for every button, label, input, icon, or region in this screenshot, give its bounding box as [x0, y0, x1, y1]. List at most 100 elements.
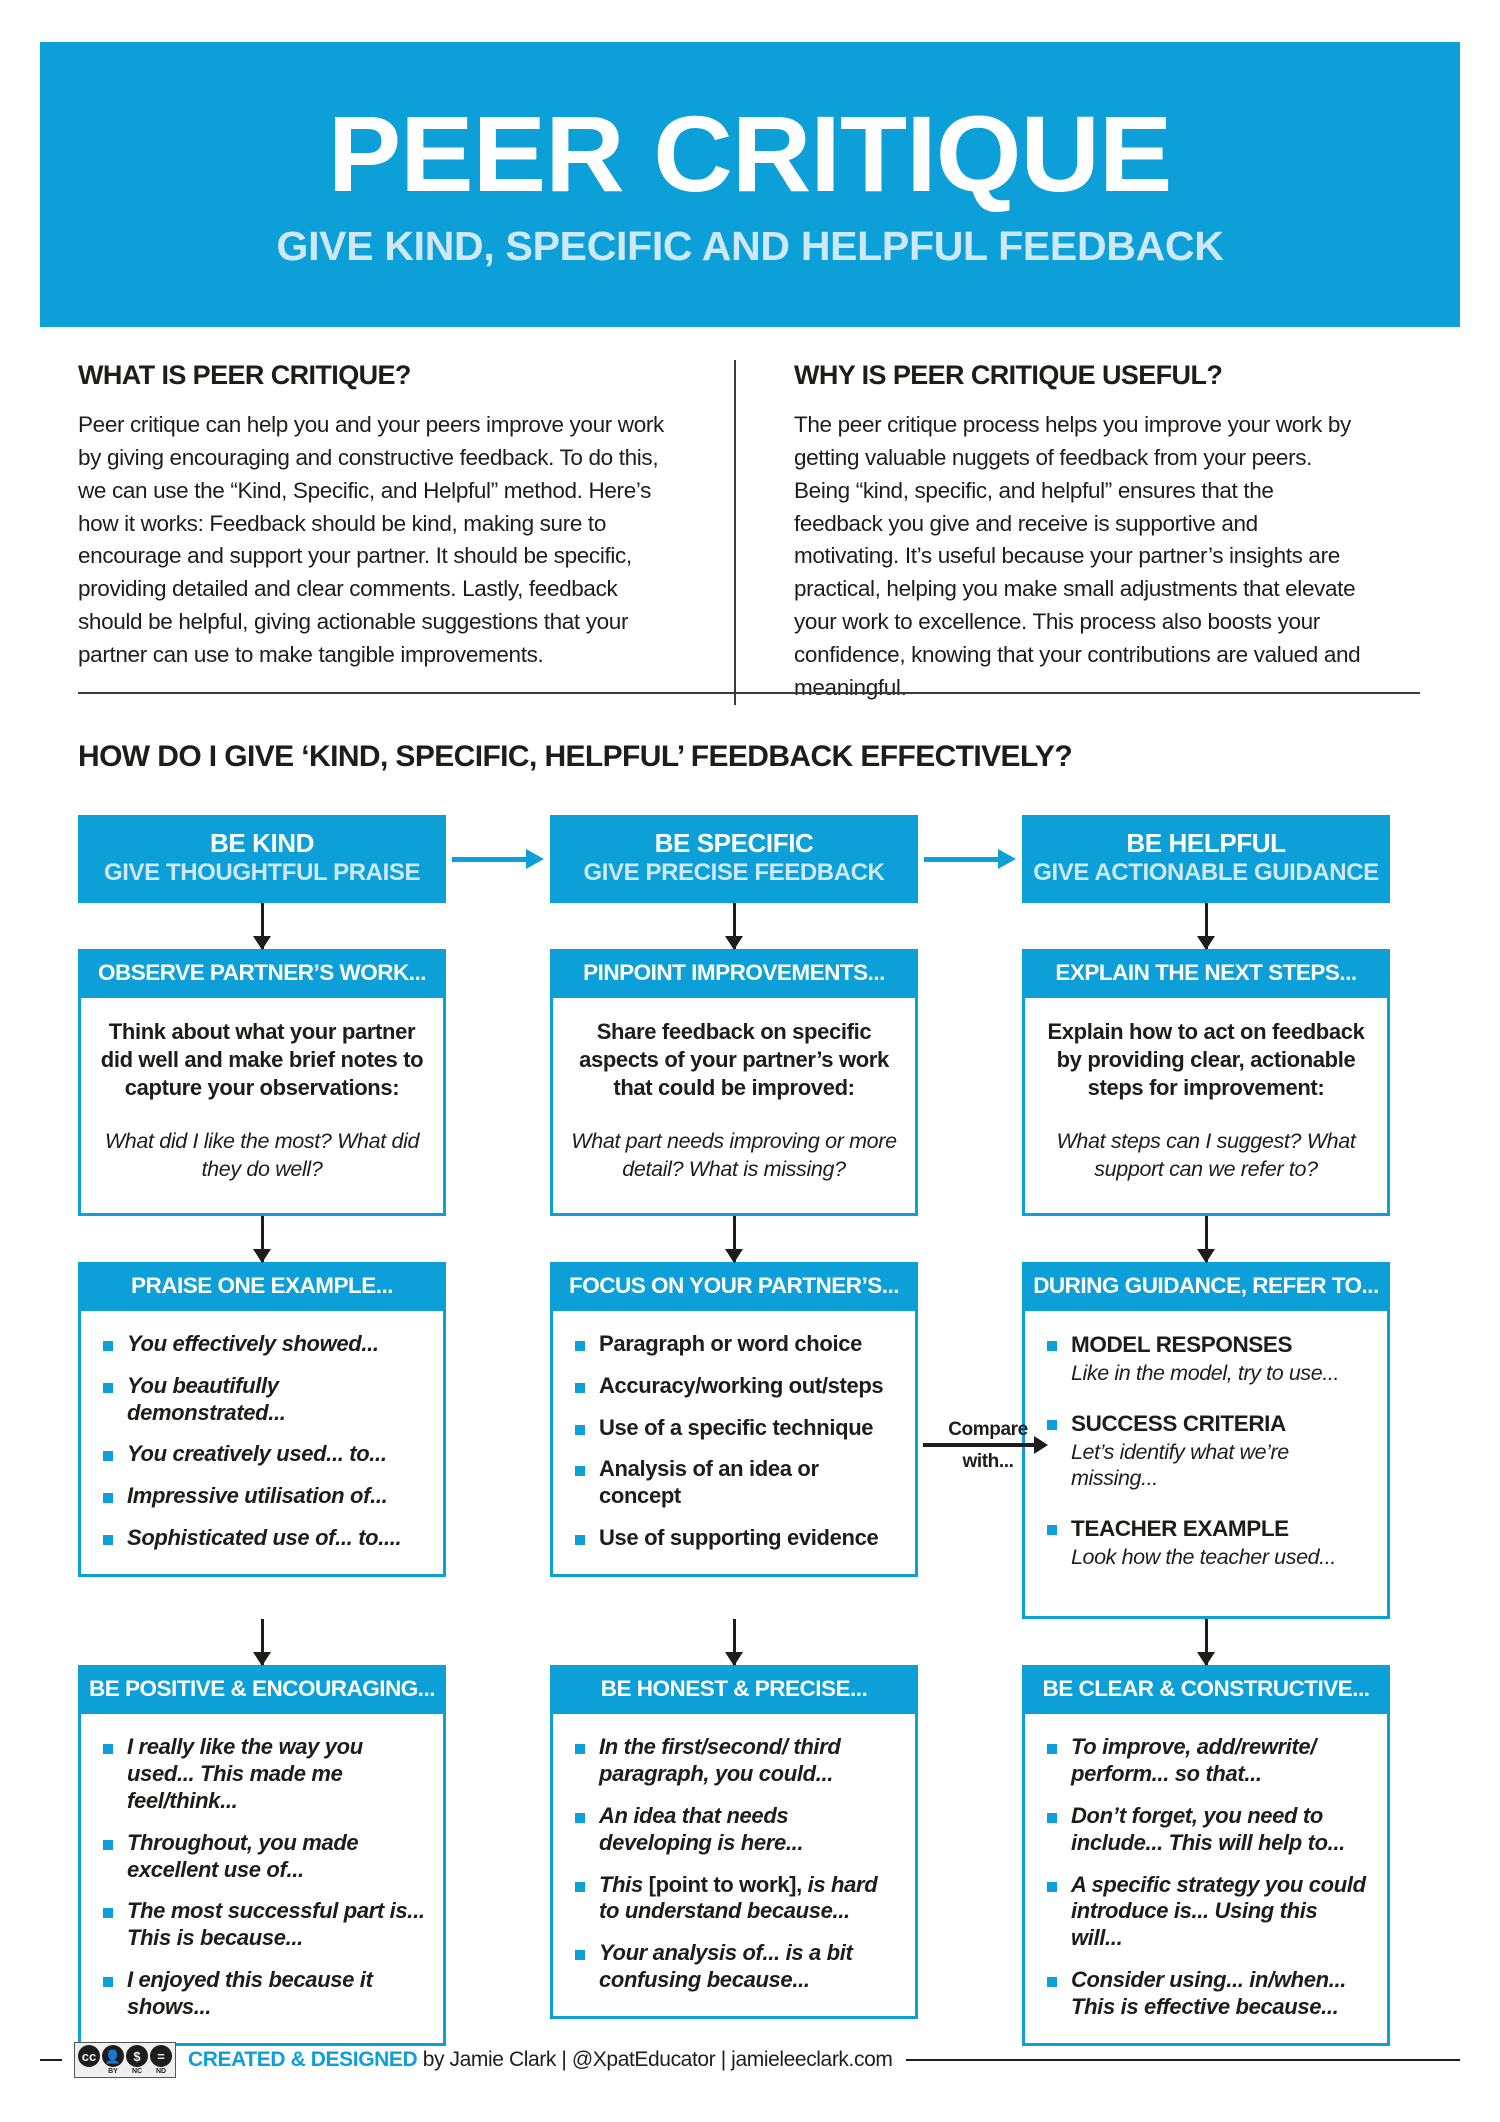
card-focus-on-partners: FOCUS ON YOUR PARTNER’S... Paragraph or …: [550, 1261, 918, 1619]
card-be-honest-precise: BE HONEST & PRECISE... In the first/seco…: [550, 1665, 918, 2045]
card-lead-text: Share feedback on specific aspects of yo…: [579, 1018, 889, 1101]
step-subtitle-kind: GIVE THOUGHTFUL PRAISE: [103, 859, 421, 887]
list-item: Sophisticated use of... to....: [99, 1525, 425, 1552]
list-item: Accuracy/working out/steps: [571, 1373, 897, 1400]
footer-credit-bold: CREATED & DESIGNED: [188, 2048, 418, 2071]
list-item: Throughout, you made excellent use of...: [99, 1830, 425, 1884]
intro-heading-what: WHAT IS PEER CRITIQUE?: [78, 360, 411, 390]
flow-connectors-2: [78, 1215, 1423, 1262]
poster-title: PEER CRITIQUE: [328, 92, 1173, 214]
right-arrow-icon: [924, 848, 1016, 869]
card-lead-text: Think about what your partner did well a…: [100, 1018, 424, 1101]
card-praise-one-example: PRAISE ONE EXAMPLE... You effectively sh…: [78, 1261, 446, 1619]
bullet-list: I really like the way you used... This m…: [99, 1734, 425, 2020]
poster-footer: cc x 👤 BY $ NC = ND CREATED & DESIGNED b…: [40, 2042, 1460, 2078]
list-item: Your analysis of... is a bit confusing b…: [571, 1940, 897, 1994]
down-arrow-icon: [78, 902, 446, 949]
list-item: An idea that needs developing is here...: [571, 1803, 897, 1857]
down-arrow-icon: [550, 902, 918, 949]
card-header: BE HONEST & PRECISE...: [550, 1665, 918, 1715]
refer-subtitle: Let’s identify what we’re missing...: [1071, 1439, 1289, 1491]
list-item: Consider using... in/when... This is eff…: [1043, 1967, 1369, 2021]
card-question-text: What steps can I suggest? What support c…: [1056, 1129, 1356, 1181]
list-item: Use of a specific technique: [571, 1415, 897, 1442]
list-item: Use of supporting evidence: [571, 1525, 897, 1552]
card-header: FOCUS ON YOUR PARTNER’S...: [550, 1261, 918, 1311]
list-item: Impressive utilisation of...: [99, 1483, 425, 1510]
card-lead-text: Explain how to act on feedback by provid…: [1047, 1018, 1365, 1101]
list-item: I really like the way you used... This m…: [99, 1734, 425, 1814]
cc-by-icon: 👤: [102, 2045, 124, 2067]
bullet-list: In the first/second/ third paragraph, yo…: [571, 1734, 897, 1994]
intro-column-why: WHY IS PEER CRITIQUE USEFUL? The peer cr…: [734, 360, 1362, 705]
card-header: EXPLAIN THE NEXT STEPS...: [1022, 948, 1390, 998]
refer-title: SUCCESS CRITERIA: [1071, 1411, 1286, 1437]
arrow-kind-to-specific: [446, 815, 550, 903]
flow-connectors-3: [78, 1619, 1423, 1666]
cc-nd-label: ND: [155, 2068, 167, 2075]
list-item: Analysis of an idea or concept: [571, 1456, 897, 1510]
list-item: SUCCESS CRITERIA Let’s identify what we’…: [1043, 1410, 1369, 1491]
down-arrow-icon: [78, 1619, 446, 1666]
step-card-specific: BE SPECIFIC GIVE PRECISE FEEDBACK: [550, 815, 918, 903]
intro-section: WHAT IS PEER CRITIQUE? Peer critique can…: [78, 360, 1420, 705]
refer-title: TEACHER EXAMPLE: [1071, 1516, 1289, 1542]
down-arrow-icon: [1022, 1619, 1390, 1666]
intro-column-what: WHAT IS PEER CRITIQUE? Peer critique can…: [78, 360, 678, 705]
list-item: To improve, add/rewrite/ perform... so t…: [1043, 1734, 1369, 1788]
list-item: The most successful part is... This is b…: [99, 1898, 425, 1952]
intro-divider-rule: [78, 692, 1420, 694]
intro-body-why: The peer critique process helps you impr…: [794, 412, 1361, 700]
card-header: OBSERVE PARTNER’S WORK...: [78, 948, 446, 998]
list-item: This [point to work], is hard to underst…: [571, 1872, 897, 1926]
poster-subtitle: GIVE KIND, SPECIFIC AND HELPFUL FEEDBACK: [276, 223, 1224, 270]
footer-credit: CREATED & DESIGNED by Jamie Clark | @Xpa…: [188, 2048, 893, 2072]
compare-label-bottom: with...: [962, 1451, 1014, 1472]
poster-header: PEER CRITIQUE GIVE KIND, SPECIFIC AND HE…: [40, 42, 1460, 327]
step-title-specific: BE SPECIFIC: [654, 828, 814, 858]
list-item: You creatively used... to...: [99, 1441, 425, 1468]
cc-by-label: BY: [108, 2068, 118, 2075]
card-explain-next-steps: EXPLAIN THE NEXT STEPS... Explain how to…: [1022, 948, 1390, 1216]
footer-rule-left: [40, 2059, 62, 2061]
list-item: Paragraph or word choice: [571, 1331, 897, 1358]
compare-with-connector: Compare with...: [923, 1420, 1053, 1471]
refer-subtitle: Look how the teacher used...: [1071, 1545, 1336, 1570]
step-card-helpful: BE HELPFUL GIVE ACTIONABLE GUIDANCE: [1022, 815, 1390, 903]
flow-row-examples: PRAISE ONE EXAMPLE... You effectively sh…: [78, 1261, 1423, 1620]
flow-diagram: BE KIND GIVE THOUGHTFUL PRAISE BE SPECIF…: [78, 815, 1423, 2046]
down-arrow-icon: [1022, 902, 1390, 949]
step-title-helpful: BE HELPFUL: [1126, 828, 1286, 858]
step-title-kind: BE KIND: [209, 828, 315, 858]
bullet-list: You effectively showed... You beautifull…: [99, 1331, 425, 1552]
step-subtitle-specific: GIVE PRECISE FEEDBACK: [583, 859, 885, 887]
card-be-positive-encouraging: BE POSITIVE & ENCOURAGING... I really li…: [78, 1665, 446, 2046]
stem-prefix: This: [599, 1871, 649, 1897]
right-arrow-icon: [452, 848, 544, 869]
list-item: You effectively showed...: [99, 1331, 425, 1358]
card-during-guidance-refer-to: DURING GUIDANCE, REFER TO... MODEL RESPO…: [1022, 1261, 1390, 1620]
intro-heading-why: WHY IS PEER CRITIQUE USEFUL?: [794, 360, 1223, 390]
list-item: TEACHER EXAMPLE Look how the teacher use…: [1043, 1515, 1369, 1570]
card-question-text: What did I like the most? What did they …: [104, 1129, 420, 1181]
step-card-kind: BE KIND GIVE THOUGHTFUL PRAISE: [78, 815, 446, 903]
list-item: Don’t forget, you need to include... Thi…: [1043, 1803, 1369, 1857]
cc-nd-icon: =: [150, 2045, 172, 2067]
footer-rule-right: [906, 2059, 1460, 2061]
card-header: BE CLEAR & CONSTRUCTIVE...: [1022, 1665, 1390, 1715]
stem-suffix: is hard to understand because...: [599, 1871, 878, 1924]
list-item: MODEL RESPONSES Like in the model, try t…: [1043, 1331, 1369, 1386]
bullet-list: Paragraph or word choice Accuracy/workin…: [571, 1331, 897, 1552]
compare-label-top: Compare: [948, 1419, 1028, 1440]
intro-body-what: Peer critique can help you and your peer…: [78, 412, 664, 667]
bullet-list: MODEL RESPONSES Like in the model, try t…: [1043, 1331, 1369, 1570]
creative-commons-icon: cc x 👤 BY $ NC = ND: [74, 2042, 176, 2078]
card-question-text: What part needs improving or more detail…: [571, 1129, 897, 1181]
down-arrow-icon: [550, 1215, 918, 1262]
cc-glyph: cc: [78, 2045, 100, 2067]
refer-subtitle: Like in the model, try to use...: [1071, 1360, 1340, 1385]
card-header: PRAISE ONE EXAMPLE...: [78, 1261, 446, 1311]
cc-nc-icon: $: [126, 2045, 148, 2067]
list-item: You beautifully demonstrated...: [99, 1373, 425, 1427]
